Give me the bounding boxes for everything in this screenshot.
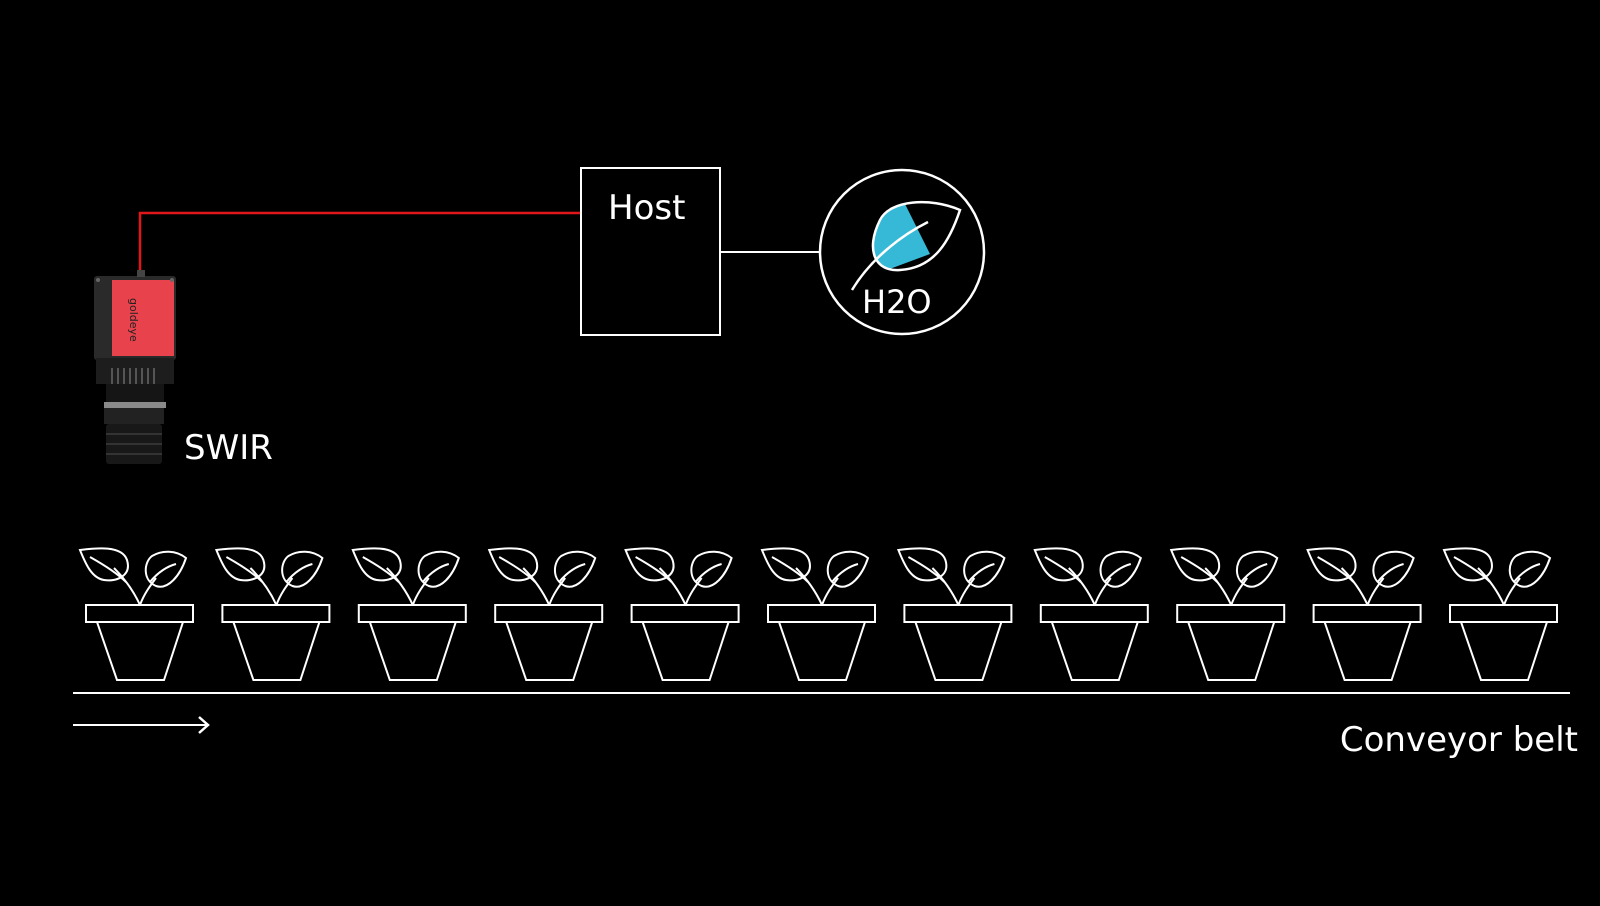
- direction-arrow-icon: [73, 716, 210, 734]
- camera-brand-text: goldeye: [127, 298, 140, 342]
- camera-host-connection: [138, 211, 581, 278]
- potted-plant-icon: [1169, 547, 1286, 681]
- plant-row: [78, 547, 1558, 681]
- water-label: H2O: [862, 283, 932, 321]
- potted-plant-icon: [624, 547, 740, 681]
- swir-camera: goldeye: [94, 270, 176, 464]
- potted-plant-icon: [78, 547, 194, 681]
- camera-label: SWIR: [184, 428, 273, 468]
- conveyor-belt-label: Conveyor belt: [1339, 720, 1578, 760]
- potted-plant-icon: [351, 547, 467, 681]
- potted-plant-icon: [1033, 547, 1149, 681]
- host-label: Host: [608, 188, 686, 228]
- leaf-water-icon: [871, 200, 962, 272]
- potted-plant-icon: [1306, 547, 1422, 681]
- potted-plant-icon: [760, 547, 876, 681]
- potted-plant-icon: [487, 547, 604, 681]
- potted-plant-icon: [1442, 547, 1558, 681]
- potted-plant-icon: [896, 547, 1013, 681]
- potted-plant-icon: [214, 547, 331, 681]
